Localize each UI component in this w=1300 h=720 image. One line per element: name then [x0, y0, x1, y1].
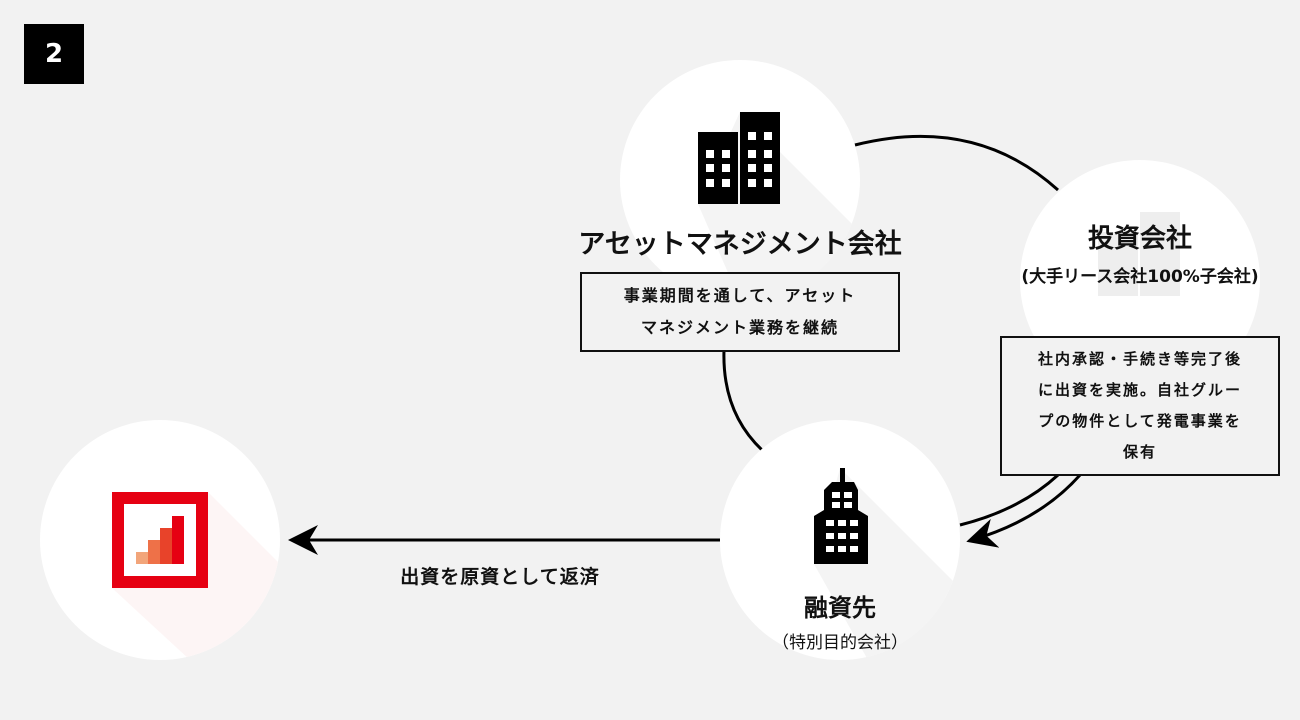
note-line: 事業期間を通して、アセット	[623, 286, 857, 305]
asset-management-circle	[620, 60, 860, 300]
borrower-subtitle: （特別目的会社）	[772, 633, 908, 653]
tower-building-icon	[814, 468, 960, 660]
note-line: プの物件として発電事業を	[1038, 412, 1242, 430]
note-line: 社内承認・手続き等完了後	[1037, 350, 1242, 368]
borrower-title: 融資先	[804, 594, 876, 622]
investment-company-title: 投資会社	[1087, 224, 1192, 254]
step-badge: 2	[24, 24, 84, 84]
note-line: 保有	[1122, 443, 1157, 461]
buildings-watermark-icon	[1098, 212, 1180, 296]
note-line: に出資を実施。自社グルー	[1037, 381, 1242, 399]
repayment-label: 出資を原資として返済	[400, 566, 600, 588]
note-line: マネジメント業務を継続	[640, 318, 839, 337]
borrower-circle	[720, 420, 960, 660]
arc-am-to-investor	[854, 135, 1060, 192]
asset-management-title: アセットマネジメント会社	[578, 229, 902, 260]
company-logo-circle	[40, 420, 280, 660]
company-logo-icon	[112, 492, 280, 660]
asset-management-note: 事業期間を通して、アセット マネジメント業務を継続	[580, 272, 900, 352]
investment-company-subtitle: (大手リース会社100%子会社)	[1021, 267, 1259, 287]
arrow-investor-to-borrower	[966, 474, 1082, 548]
investment-company-note: 社内承認・手続き等完了後 に出資を実施。自社グルー プの物件として発電事業を 保…	[1000, 336, 1280, 476]
office-buildings-icon	[698, 112, 860, 300]
arc-investor-to-borrower	[959, 473, 1060, 527]
arc-am-to-borrower	[722, 349, 764, 452]
